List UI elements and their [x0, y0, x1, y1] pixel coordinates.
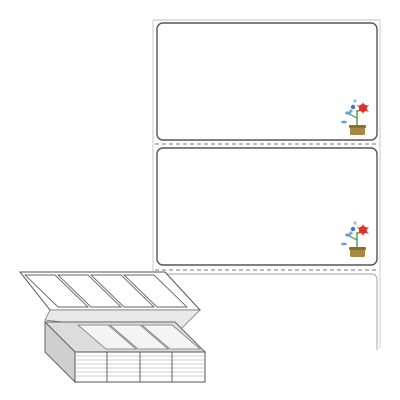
flower-pot-icon — [341, 221, 369, 257]
fanfold-top-flap — [18, 271, 202, 311]
label-2 — [156, 147, 378, 266]
fanfold-stack-sides — [44, 320, 206, 384]
fanfold-stack-icon — [18, 271, 207, 384]
label-1 — [156, 22, 378, 141]
fanfold-stack-top — [43, 321, 207, 353]
flower-pot-icon — [341, 99, 369, 135]
